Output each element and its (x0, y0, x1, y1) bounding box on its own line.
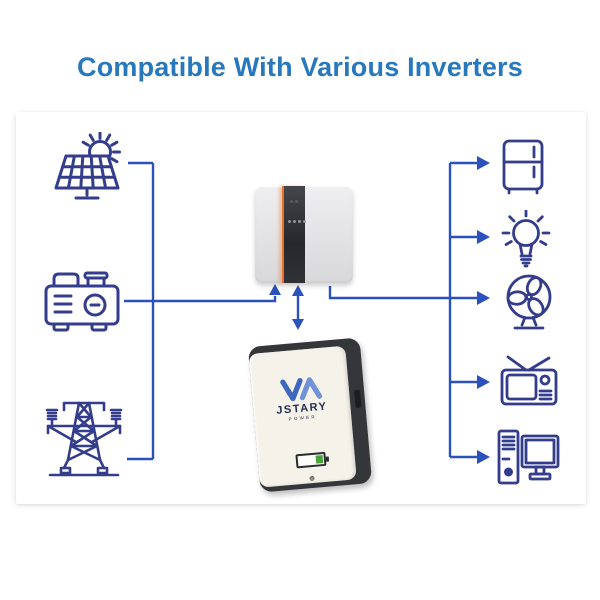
page-title: Compatible With Various Inverters (77, 52, 523, 82)
battery-front-face: JSTARY POWER (248, 345, 357, 488)
generator-icon (42, 262, 122, 334)
light-bulb-icon (498, 210, 554, 272)
battery-level-display (295, 451, 330, 469)
battery-power-button (309, 475, 315, 482)
inverter-device (255, 186, 353, 283)
fan-icon (500, 270, 558, 334)
transmission-tower-icon (42, 396, 126, 478)
refrigerator-icon (496, 138, 550, 196)
desktop-computer-icon (496, 428, 560, 486)
battery-device: JSTARY POWER (247, 337, 373, 493)
inverter-led-row (288, 220, 306, 223)
brand-logo-icon (279, 377, 322, 402)
inverter-status-marks (290, 200, 298, 203)
tv-icon (498, 352, 558, 410)
inverter-front-panel (282, 186, 306, 283)
solar-panel-icon (46, 132, 128, 208)
